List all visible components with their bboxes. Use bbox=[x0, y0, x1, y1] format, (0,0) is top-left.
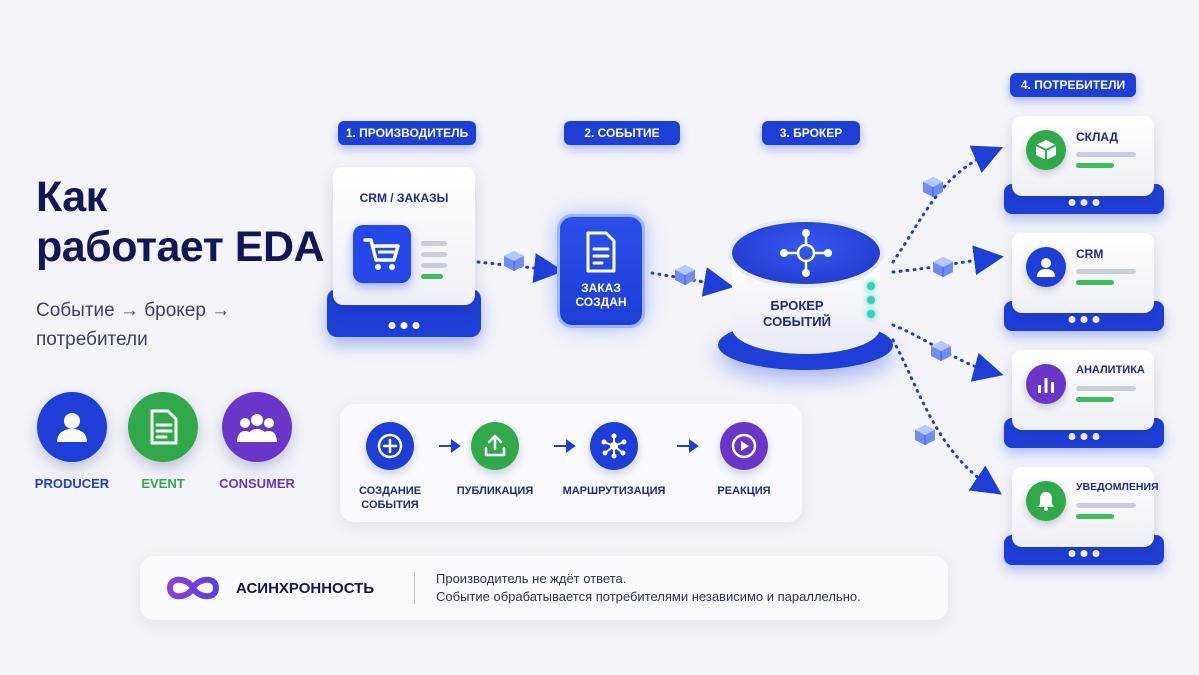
consumer-notifications: УВЕДОМЛЕНИЯ bbox=[1004, 467, 1164, 565]
user-icon bbox=[1026, 247, 1066, 287]
title-line-1: Как bbox=[36, 173, 107, 221]
flow-step-react: РЕАКЦИЯ bbox=[684, 422, 804, 498]
consumer-name: УВЕДОМЛЕНИЯ bbox=[1076, 481, 1159, 493]
group-icon bbox=[222, 392, 292, 462]
placeholder-lines bbox=[421, 241, 447, 279]
role-label: CONSUMER bbox=[219, 476, 295, 491]
document-icon bbox=[128, 392, 198, 462]
event-cube-icon bbox=[931, 341, 951, 361]
document-icon bbox=[586, 231, 616, 273]
consumer-panel: СКЛАД bbox=[1012, 116, 1154, 196]
producer-panel: CRM / ЗАКАЗЫ bbox=[333, 167, 475, 305]
placeholder-lines bbox=[1076, 152, 1136, 168]
page-subtitle: Событие → брокер → потребители bbox=[36, 300, 231, 350]
infinity-icon bbox=[166, 576, 220, 600]
broker-label: БРОКЕР СОБЫТИЙ bbox=[763, 298, 831, 329]
consumer-crm: CRM bbox=[1004, 233, 1164, 331]
network-hub-icon bbox=[780, 229, 832, 277]
producer-title: CRM / ЗАКАЗЫ bbox=[359, 191, 449, 205]
flow-step-label: СОЗДАНИЕ СОБЫТИЯ bbox=[358, 485, 422, 511]
flow-step-label: ПУБЛИКАЦИЯ bbox=[456, 485, 534, 497]
event-cube-icon bbox=[933, 257, 953, 277]
upload-icon bbox=[471, 422, 519, 470]
step-badge-producer: 1. ПРОИЗВОДИТЕЛЬ bbox=[338, 121, 476, 145]
box-icon bbox=[1026, 130, 1066, 170]
producer-card: CRM / ЗАКАЗЫ bbox=[327, 167, 481, 337]
step-badge-consumers: 4. ПОТРЕБИТЕЛИ bbox=[1010, 73, 1136, 97]
async-description: Производитель не ждёт ответа. Событие об… bbox=[436, 571, 861, 604]
user-icon bbox=[37, 392, 107, 462]
consumer-panel: УВЕДОМЛЕНИЯ bbox=[1012, 467, 1159, 547]
consumer-name: СКЛАД bbox=[1076, 130, 1119, 144]
consumer-panel: АНАЛИТИКА bbox=[1012, 350, 1154, 430]
role-producer: PRODUCER bbox=[27, 392, 117, 491]
placeholder-lines bbox=[1076, 269, 1136, 285]
role-consumer: CONSUMER bbox=[212, 392, 302, 491]
flow-steps-panel: СОЗДАНИЕ СОБЫТИЯ ПУБЛИКАЦИЯ МАРШРУТИЗАЦИ… bbox=[340, 404, 802, 522]
divider bbox=[414, 572, 415, 604]
bell-icon bbox=[1026, 481, 1066, 521]
event-label: ЗАКАЗ СОЗДАН bbox=[575, 281, 627, 309]
broker-top bbox=[732, 222, 880, 284]
flow-step-create: СОЗДАНИЕ СОБЫТИЯ bbox=[330, 422, 450, 512]
event-cube-icon bbox=[675, 265, 695, 285]
cart-icon bbox=[353, 225, 411, 283]
placeholder-lines bbox=[1076, 386, 1136, 402]
play-icon bbox=[720, 422, 768, 470]
consumer-warehouse: СКЛАД bbox=[1004, 116, 1164, 214]
bar-chart-icon bbox=[1026, 364, 1066, 404]
event-cube-icon bbox=[915, 425, 935, 445]
role-event: EVENT bbox=[118, 392, 208, 491]
consumer-panel: CRM bbox=[1012, 233, 1154, 313]
role-label: EVENT bbox=[141, 476, 185, 491]
consumer-name: АНАЛИТИКА bbox=[1076, 364, 1145, 376]
async-info-bar: АСИНХРОННОСТЬ Производитель не ждёт отве… bbox=[140, 556, 948, 620]
flow-step-label: МАРШРУТИЗАЦИЯ bbox=[562, 485, 666, 497]
step-badge-broker: 3. БРОКЕР bbox=[762, 121, 860, 145]
broker-status-leds bbox=[867, 282, 875, 318]
event-card: ЗАКАЗ СОЗДАН bbox=[560, 217, 642, 325]
step-badge-event: 2. СОБЫТИЕ bbox=[564, 121, 680, 145]
broker: БРОКЕР СОБЫТИЙ bbox=[718, 210, 893, 370]
title-line-2: работает EDA bbox=[36, 223, 325, 271]
flow-arrows bbox=[439, 439, 699, 453]
page-title: Как работает EDA bbox=[36, 172, 325, 272]
placeholder-lines bbox=[1076, 503, 1136, 519]
flow-step-routing: МАРШРУТИЗАЦИЯ bbox=[554, 422, 674, 498]
event-cube-icon bbox=[504, 251, 524, 271]
event-cube-icon bbox=[923, 177, 943, 197]
consumer-name: CRM bbox=[1076, 247, 1104, 261]
async-title: АСИНХРОННОСТЬ bbox=[236, 580, 375, 597]
role-label: PRODUCER bbox=[34, 476, 110, 491]
flow-step-label: РЕАКЦИЯ bbox=[717, 485, 771, 497]
plus-icon bbox=[366, 422, 414, 470]
flow-step-publish: ПУБЛИКАЦИЯ bbox=[435, 422, 555, 498]
network-hub-icon bbox=[590, 422, 638, 470]
consumer-analytics: АНАЛИТИКА bbox=[1004, 350, 1164, 448]
